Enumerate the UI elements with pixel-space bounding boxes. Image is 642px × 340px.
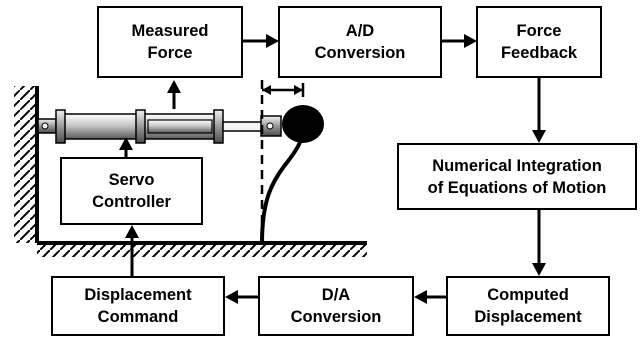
measured-force-line-2: Force	[147, 44, 193, 62]
reaction-frame	[14, 86, 367, 257]
ad-conversion-line-2: Conversion	[314, 44, 406, 62]
measured-force-line-1: Measured	[131, 22, 209, 40]
displacement-command-box: Displacement Command	[51, 276, 225, 336]
hydraulic-actuator	[37, 109, 282, 144]
force-feedback-line-2: Feedback	[500, 44, 578, 62]
da-conversion-line-1: D/A	[321, 286, 351, 304]
wall-hatch	[14, 86, 37, 243]
piston-rod	[222, 121, 264, 132]
ad-conversion-line-1: A/D	[345, 22, 375, 40]
force-feedback-box: Force Feedback	[476, 6, 602, 78]
displacement-command-line-1: Displacement	[84, 286, 192, 304]
load-cell	[147, 119, 213, 134]
numerical-integration-line-2: of Equations of Motion	[427, 178, 607, 197]
da-conversion-line-2: Conversion	[290, 308, 382, 326]
flexible-column	[260, 127, 305, 244]
computed-displacement-line-2: Displacement	[474, 308, 582, 326]
connectors	[119, 34, 546, 304]
floor-hatch	[37, 243, 367, 257]
ad-conversion-box: A/D Conversion	[278, 6, 442, 78]
numerical-integration-box: Numerical Integration of Equations of Mo…	[397, 143, 637, 210]
lumped-mass	[282, 105, 324, 143]
displacement-command-line-2: Command	[97, 308, 179, 326]
displacement-indicator	[262, 83, 305, 97]
servo-controller-box: Servo Controller	[60, 157, 203, 225]
servo-controller-line-1: Servo	[108, 171, 155, 189]
measured-force-box: Measured Force	[97, 6, 243, 78]
servo-controller-line-2: Controller	[92, 193, 171, 211]
computed-displacement-line-1: Computed	[487, 286, 569, 304]
da-conversion-box: D/A Conversion	[258, 276, 414, 336]
numerical-integration-line-1: Numerical Integration	[432, 156, 602, 175]
computed-displacement-box: Computed Displacement	[446, 276, 610, 336]
force-feedback-line-1: Force	[516, 22, 562, 40]
